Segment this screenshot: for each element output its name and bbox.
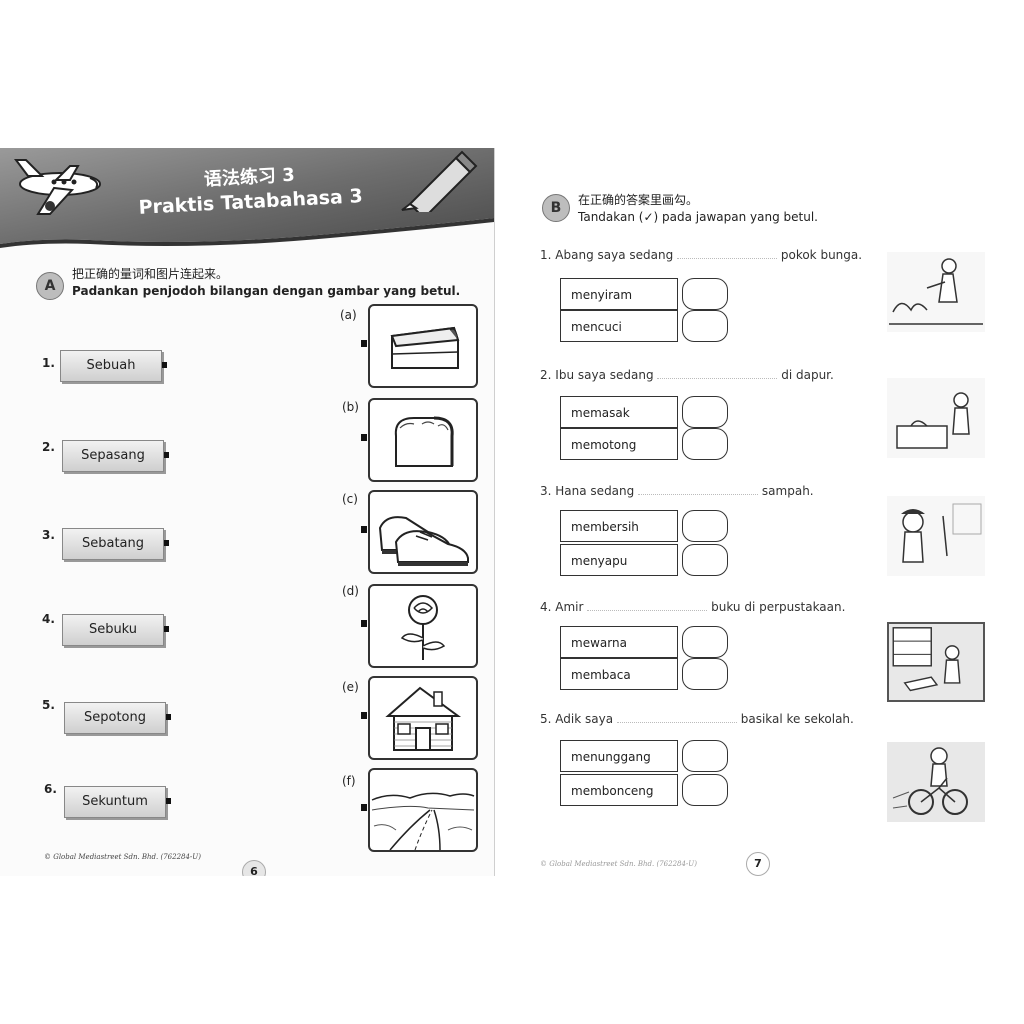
question-text-before: Abang saya sedang [555, 248, 674, 262]
copyright-footer: © Global Mediastreet Sdn. Bhd. (762284-U… [44, 853, 201, 861]
question-text-after: di dapur. [781, 368, 834, 382]
word-tag-sepasang[interactable]: Sepasang [62, 440, 169, 472]
answer-blank [638, 484, 759, 495]
instruction-chinese: 在正确的答案里画勾。 [578, 193, 699, 207]
bread-loaf-icon [394, 416, 454, 467]
option-label: menyiram [560, 278, 678, 310]
picture-label: (c) [342, 492, 358, 506]
option-label: menunggang [560, 740, 678, 772]
road-icon [371, 792, 475, 851]
picture-label: (a) [340, 308, 357, 322]
question-text-before: Hana sedang [555, 484, 635, 498]
cake-slice-icon [390, 326, 460, 369]
tick-box[interactable] [682, 740, 728, 772]
picture-e-box[interactable] [361, 676, 478, 760]
girl-sweeping-image [887, 496, 985, 576]
page-number: 6 [242, 860, 266, 876]
picture-c-box[interactable] [361, 490, 478, 574]
picture-f-box[interactable] [361, 768, 478, 852]
option-label: menyapu [560, 544, 678, 576]
answer-blank [657, 368, 778, 379]
tick-box[interactable] [682, 278, 728, 310]
item-number: 3. [42, 528, 55, 542]
page-number: 7 [746, 852, 770, 876]
boy-in-library-image [887, 622, 985, 702]
item-number: 1. [42, 356, 55, 370]
section-b-badge: B [542, 194, 570, 222]
question-text-after: buku di perpustakaan. [711, 600, 846, 614]
question-text-after: basikal ke sekolah. [740, 712, 854, 726]
banner-background [0, 148, 494, 248]
question-number: 2. [540, 368, 552, 382]
instruction-malay: Padankan penjodoh bilangan dengan gambar… [72, 284, 461, 298]
question-text-before: Ibu saya sedang [555, 368, 654, 382]
question-1: 1. Abang saya sedang pokok bunga. [540, 248, 862, 262]
picture-b-box[interactable] [361, 398, 478, 482]
question-number: 4. [540, 600, 552, 614]
item-number: 6. [44, 782, 57, 796]
mother-cooking-image [887, 378, 985, 458]
answer-blank [677, 248, 778, 259]
house-icon [385, 686, 462, 751]
banner: 语法练习 3 Praktis Tatabahasa 3 [0, 148, 494, 248]
section-b-instruction: 在正确的答案里画勾。 Tandakan (✓) pada jawapan yan… [578, 192, 818, 226]
section-a-instruction: 把正确的量词和图片连起来。 Padankan penjodoh bilangan… [72, 266, 460, 300]
question-text-after: sampah. [761, 484, 814, 498]
boy-watering-plants-image [887, 252, 985, 332]
word-tag-sebatang[interactable]: Sebatang [62, 528, 169, 560]
airplane-icon [14, 159, 101, 215]
picture-label: (e) [342, 680, 359, 694]
tick-box[interactable] [682, 510, 728, 542]
word-tag-sepotong[interactable]: Sepotong [64, 702, 171, 734]
tick-box[interactable] [682, 626, 728, 658]
picture-label: (b) [342, 400, 359, 414]
picture-label: (f) [342, 774, 356, 788]
item-number: 5. [42, 698, 55, 712]
option-label: mewarna [560, 626, 678, 658]
pencil-icon [401, 150, 478, 212]
question-number: 3. [540, 484, 552, 498]
word-tag-sebuah[interactable]: Sebuah [60, 350, 167, 382]
instruction-malay: Tandakan (✓) pada jawapan yang betul. [578, 210, 818, 224]
option-label: memotong [560, 428, 678, 460]
question-text-before: Amir [555, 600, 584, 614]
question-text-after: pokok bunga. [780, 248, 863, 262]
answer-blank [616, 712, 737, 723]
right-page: B 在正确的答案里画勾。 Tandakan (✓) pada jawapan y… [500, 148, 1000, 876]
tick-box[interactable] [682, 544, 728, 576]
tick-box[interactable] [682, 310, 728, 342]
instruction-chinese: 把正确的量词和图片连起来。 [72, 267, 229, 281]
tick-box[interactable] [682, 396, 728, 428]
section-a-badge: A [36, 272, 64, 300]
question-4: 4. Amir buku di perpustakaan. [540, 600, 845, 614]
item-number: 2. [42, 440, 55, 454]
word-tag-sebuku[interactable]: Sebuku [62, 614, 169, 646]
picture-a-box[interactable] [361, 304, 478, 388]
question-3: 3. Hana sedang sampah. [540, 484, 814, 498]
tick-box[interactable] [682, 428, 728, 460]
rose-icon [400, 595, 446, 660]
option-label: memasak [560, 396, 678, 428]
boy-riding-bicycle-image [887, 742, 985, 822]
tick-box[interactable] [682, 774, 728, 806]
item-number: 4. [42, 612, 55, 626]
question-text-before: Adik saya [555, 712, 614, 726]
option-label: membersih [560, 510, 678, 542]
shoes-icon [378, 516, 469, 566]
option-label: mencuci [560, 310, 678, 342]
question-number: 1. [540, 248, 552, 262]
option-label: membonceng [560, 774, 678, 806]
picture-label: (d) [342, 584, 359, 598]
question-2: 2. Ibu saya sedang di dapur. [540, 368, 834, 382]
word-tag-sekuntum[interactable]: Sekuntum [64, 786, 171, 818]
left-page: 语法练习 3 Praktis Tatabahasa 3 A 把正确的量词和图片连… [0, 148, 495, 876]
option-label: membaca [560, 658, 678, 690]
answer-blank [587, 600, 708, 611]
question-5: 5. Adik saya basikal ke sekolah. [540, 712, 854, 726]
tick-box[interactable] [682, 658, 728, 690]
question-number: 5. [540, 712, 552, 726]
copyright-footer: © Global Mediastreet Sdn. Bhd. (762284-U… [540, 860, 697, 868]
picture-d-box[interactable] [361, 584, 478, 668]
